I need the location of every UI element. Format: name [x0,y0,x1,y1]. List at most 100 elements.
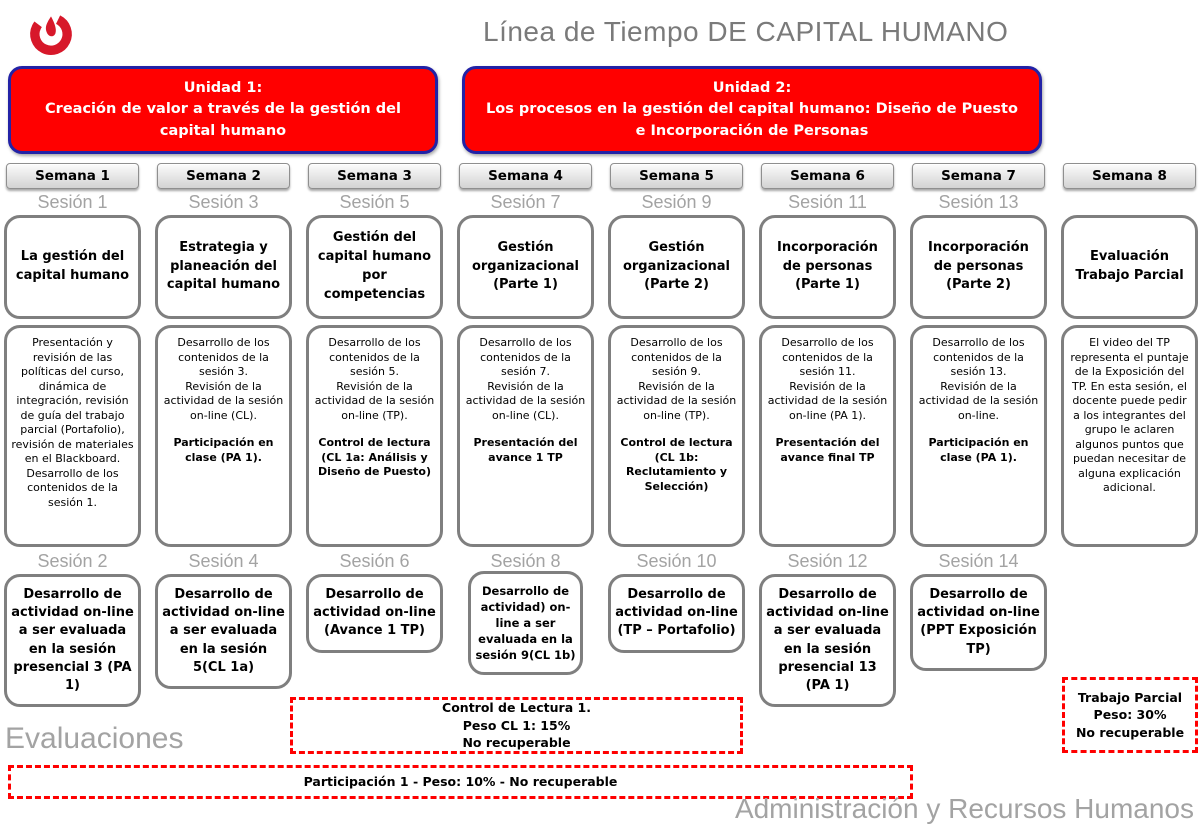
session-label-top: Sesión 3 [188,192,259,212]
control-lectura-callout: Control de Lectura 1. Peso CL 1: 15% No … [290,697,743,754]
week-column: Semana 2 Sesión 3 Estrategia y planeació… [155,163,292,707]
session-detail-box: Presentación y revisión de las políticas… [4,325,141,547]
week-column: Semana 7 Sesión 13 Incorporación de pers… [910,163,1047,707]
session-label-top: Sesión 13 [938,192,1019,212]
session-label-bottom: Sesión 6 [339,551,410,571]
unit-2-name: Unidad 2: [712,80,792,97]
session-label-bottom: Sesión 4 [188,551,259,571]
session-title: Gestión del capital humano por competenc… [317,230,432,302]
online-activity-text: Desarrollo de actividad on-line a ser ev… [766,587,889,693]
online-activity-text: Desarrollo de actividad on-line (Avance … [313,587,436,639]
online-activity-box: Desarrollo de actividad on-line a ser ev… [155,574,292,689]
participacion-text: Participación 1 - Peso: 10% - No recuper… [303,774,618,790]
evaluaciones-section-label: Evaluaciones [5,722,184,755]
week-column: Semana 5 Sesión 9 Gestión organizacional… [608,163,745,707]
session-title-box: Gestión del capital humano por competenc… [306,215,443,319]
session-detail-box: Desarrollo de los contenidos de la sesió… [910,325,1047,547]
session-detail: Desarrollo de los contenidos de la sesió… [465,336,586,422]
week-label: Semana 3 [337,168,412,184]
session-title: Gestión organizacional (Parte 2) [622,239,731,293]
week-label: Semana 7 [941,168,1016,184]
session-detail-box: Desarrollo de los contenidos de la sesió… [457,325,594,547]
session-title-box: Evaluación Trabajo Parcial [1061,215,1198,319]
session-title-box: Gestión organizacional (Parte 1) [457,215,594,319]
control-lectura-line-1: Control de Lectura 1. [442,700,591,716]
session-label-top: Sesión 11 [788,192,867,212]
session-title: Incorporación de personas (Parte 2) [928,239,1029,293]
session-title: La gestión del capital humano [15,249,130,283]
session-detail-box: Desarrollo de los contenidos de la sesió… [759,325,896,547]
session-label-bottom: Sesión 12 [787,551,868,571]
session-title-box: La gestión del capital humano [4,215,141,319]
week-header: Semana 5 [610,163,743,189]
session-detail-box: El video del TP representa el puntaje de… [1061,325,1198,547]
week-column: Semana 4 Sesión 7 Gestión organizacional… [457,163,594,707]
online-activity-box: Desarrollo de actividad on-line a ser ev… [4,574,141,708]
session-title-box: Incorporación de personas (Parte 1) [759,215,896,319]
session-label-bottom: Sesión 10 [636,551,717,571]
session-title: Evaluación Trabajo Parcial [1075,249,1184,283]
week-header: Semana 1 [6,163,139,189]
online-activity-text: Desarrollo de actividad on-line a ser ev… [11,587,134,693]
session-detail-bold: Presentación del avance 1 TP [473,436,578,464]
upc-flame-logo-icon [26,5,76,57]
session-label-top [1061,192,1198,215]
online-activity-text: Desarrollo de actividad on-line (PPT Exp… [917,587,1040,657]
session-label-top: Sesión 5 [339,192,410,212]
online-activity-box: Desarrollo de actividad on-line (TP – Po… [608,574,745,653]
week-column: Semana 6 Sesión 11 Incorporación de pers… [759,163,896,708]
online-activity-box: Desarrollo de actividad on-line a ser ev… [759,574,896,708]
page-title: Línea de Tiempo DE CAPITAL HUMANO [483,16,1009,47]
session-detail-box: Desarrollo de los contenidos de la sesió… [608,325,745,547]
session-detail-bold: Control de lectura (CL 1a: Análisis y Di… [317,436,432,479]
week-header: Semana 3 [308,163,441,189]
week-label: Semana 8 [1092,168,1167,184]
unit-2-desc: Los procesos en la gestión del capital h… [486,101,1018,139]
session-detail-bold: Presentación del avance final TP [775,436,880,464]
online-activity-text: Desarrollo de actividad on-line a ser ev… [162,587,285,675]
online-activity-box: Desarrollo de actividad on-line (Avance … [306,574,443,653]
session-detail: Desarrollo de los contenidos de la sesió… [616,336,737,422]
week-column: Semana 3 Sesión 5 Gestión del capital hu… [306,163,443,707]
session-label-bottom: Sesión 8 [490,551,561,571]
trabajo-parcial-line-1: Trabajo Parcial [1077,689,1183,705]
week-header: Semana 6 [761,163,894,189]
session-detail: Presentación y revisión de las políticas… [11,336,134,509]
session-label-top: Sesión 7 [490,192,561,212]
week-label: Semana 4 [488,168,563,184]
unit-1-name: Unidad 1: [183,80,263,97]
control-lectura-line-2: Peso CL 1: 15% [462,717,571,733]
session-label-top: Sesión 9 [641,192,712,212]
participacion-callout: Participación 1 - Peso: 10% - No recuper… [8,765,913,799]
week-label: Semana 5 [639,168,714,184]
online-activity-box: Desarrollo de actividad on-line (PPT Exp… [910,574,1047,671]
week-header: Semana 7 [912,163,1045,189]
week-header: Semana 4 [459,163,592,189]
trabajo-parcial-line-2: Peso: 30% [1093,707,1167,723]
session-title: Estrategia y planeación del capital huma… [166,239,281,293]
session-detail-bold: Control de lectura (CL 1b: Reclutamiento… [620,436,733,493]
session-title: Gestión organizacional (Parte 1) [471,239,580,293]
online-activity-text: Desarrollo de actividad) on-line a ser e… [475,584,576,663]
session-title-box: Estrategia y planeación del capital huma… [155,215,292,319]
trabajo-parcial-line-3: No recuperable [1075,724,1185,740]
week-column: Semana 1 Sesión 1 La gestión del capital… [4,163,141,708]
control-lectura-line-3: No recuperable [462,735,571,751]
unit-2-banner: Unidad 2: Los procesos en la gestión del… [462,66,1042,154]
week-label: Semana 1 [35,168,110,184]
session-title-box: Incorporación de personas (Parte 2) [910,215,1047,319]
unit-1-banner: Unidad 1: Creación de valor a través de … [8,66,438,154]
timeline-columns: Semana 1 Sesión 1 La gestión del capital… [4,163,1198,708]
week-header: Semana 8 [1063,163,1196,189]
week-header: Semana 2 [157,163,290,189]
course-footer-label: Administración y Recursos Humanos [734,793,1194,824]
session-label-bottom: Sesión 14 [938,551,1019,571]
session-detail: Desarrollo de los contenidos de la sesió… [767,336,888,422]
week-label: Semana 2 [186,168,261,184]
session-title-box: Gestión organizacional (Parte 2) [608,215,745,319]
session-label-top: Sesión 1 [37,192,108,212]
session-detail-bold: Participación en clase (PA 1). [173,436,274,464]
week-column: Semana 8 Evaluación Trabajo Parcial El v… [1061,163,1198,707]
session-detail: Desarrollo de los contenidos de la sesió… [163,336,284,422]
